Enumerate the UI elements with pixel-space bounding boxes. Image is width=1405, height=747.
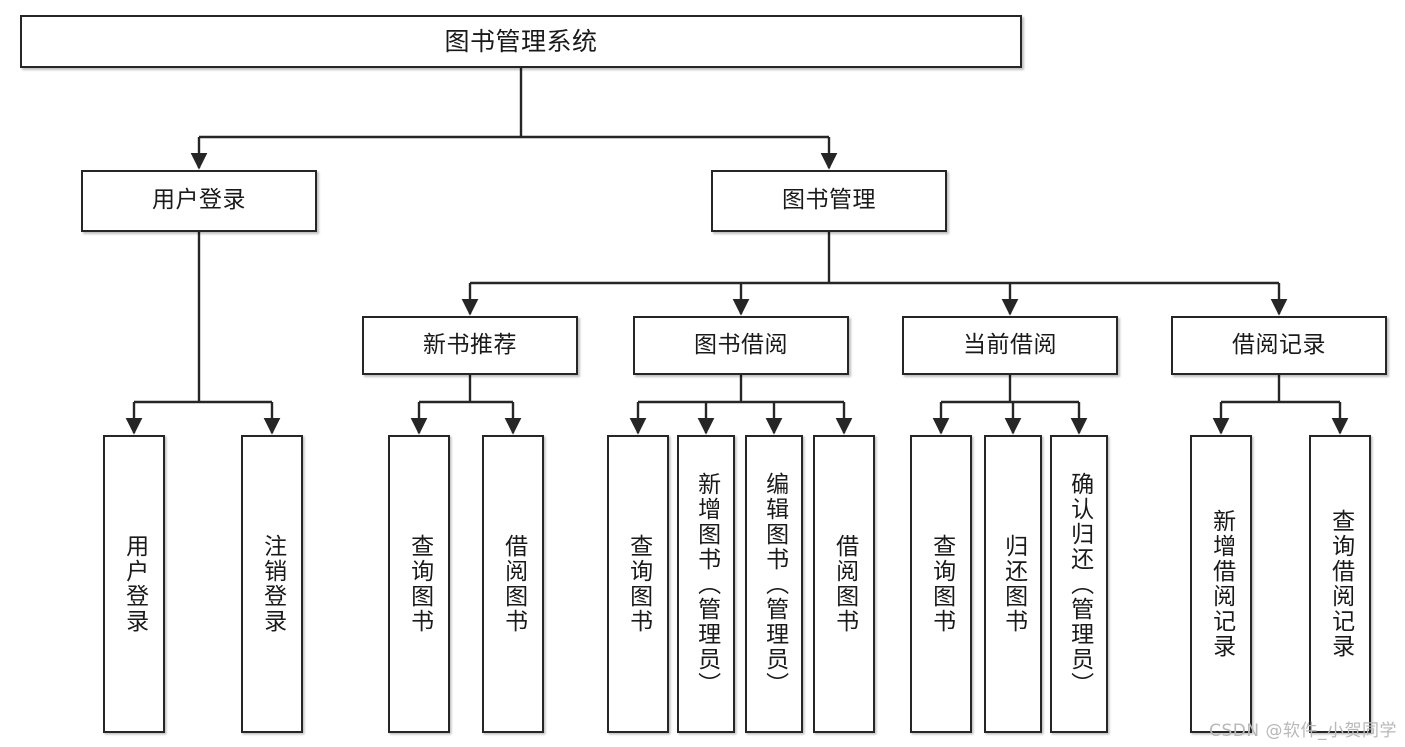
node-label: 新书推荐 [423,331,517,358]
node-label: 查询图书 [406,534,433,634]
node-leaf-12[interactable]: 新增借阅记录 [1190,435,1252,733]
node-leaf-5[interactable]: 查询图书 [607,435,669,733]
node-label: 编辑图书（管理员） [761,471,788,697]
node-leaf-4[interactable]: 借阅图书 [482,435,544,733]
node-label: 归还图书 [1000,534,1027,634]
node-label: 确认归还（管理员） [1066,471,1093,697]
node-leaf-1[interactable]: 用户登录 [103,435,165,733]
node-label: 图书管理 [782,187,876,214]
node-leaf-2[interactable]: 注销登录 [241,435,303,733]
node-root[interactable]: 图书管理系统 [20,15,1022,68]
node-records[interactable]: 借阅记录 [1171,316,1387,375]
node-label: 查询图书 [928,534,955,634]
node-label: 新增借阅记录 [1208,509,1235,659]
node-label: 借阅记录 [1232,331,1326,358]
node-label: 借阅图书 [500,534,527,634]
node-leaf-6[interactable]: 新增图书（管理员） [677,435,735,733]
node-label: 注销登录 [259,534,286,634]
node-label: 新增图书（管理员） [693,471,720,697]
node-leaf-10[interactable]: 归还图书 [984,435,1042,733]
node-label: 查询图书 [625,534,652,634]
node-label: 用户登录 [152,187,246,214]
node-label: 图书借阅 [694,331,788,358]
watermark-text: CSDN @软件_小贺同学 [1209,721,1397,741]
node-leaf-7[interactable]: 编辑图书（管理员） [745,435,803,733]
node-newbooks[interactable]: 新书推荐 [362,316,578,375]
node-leaf-13[interactable]: 查询借阅记录 [1309,435,1371,733]
node-label: 查询借阅记录 [1327,509,1354,659]
node-label: 当前借阅 [963,331,1057,358]
node-label: 用户登录 [121,534,148,634]
node-label: 图书管理系统 [444,26,598,56]
node-leaf-11[interactable]: 确认归还（管理员） [1050,435,1108,733]
node-leaf-9[interactable]: 查询图书 [910,435,972,733]
node-leaf-8[interactable]: 借阅图书 [813,435,875,733]
node-leaf-3[interactable]: 查询图书 [388,435,450,733]
node-label: 借阅图书 [831,534,858,634]
node-bookmgmt[interactable]: 图书管理 [711,170,947,232]
node-login[interactable]: 用户登录 [81,170,317,232]
node-borrow[interactable]: 图书借阅 [633,316,849,375]
node-current[interactable]: 当前借阅 [902,316,1118,375]
